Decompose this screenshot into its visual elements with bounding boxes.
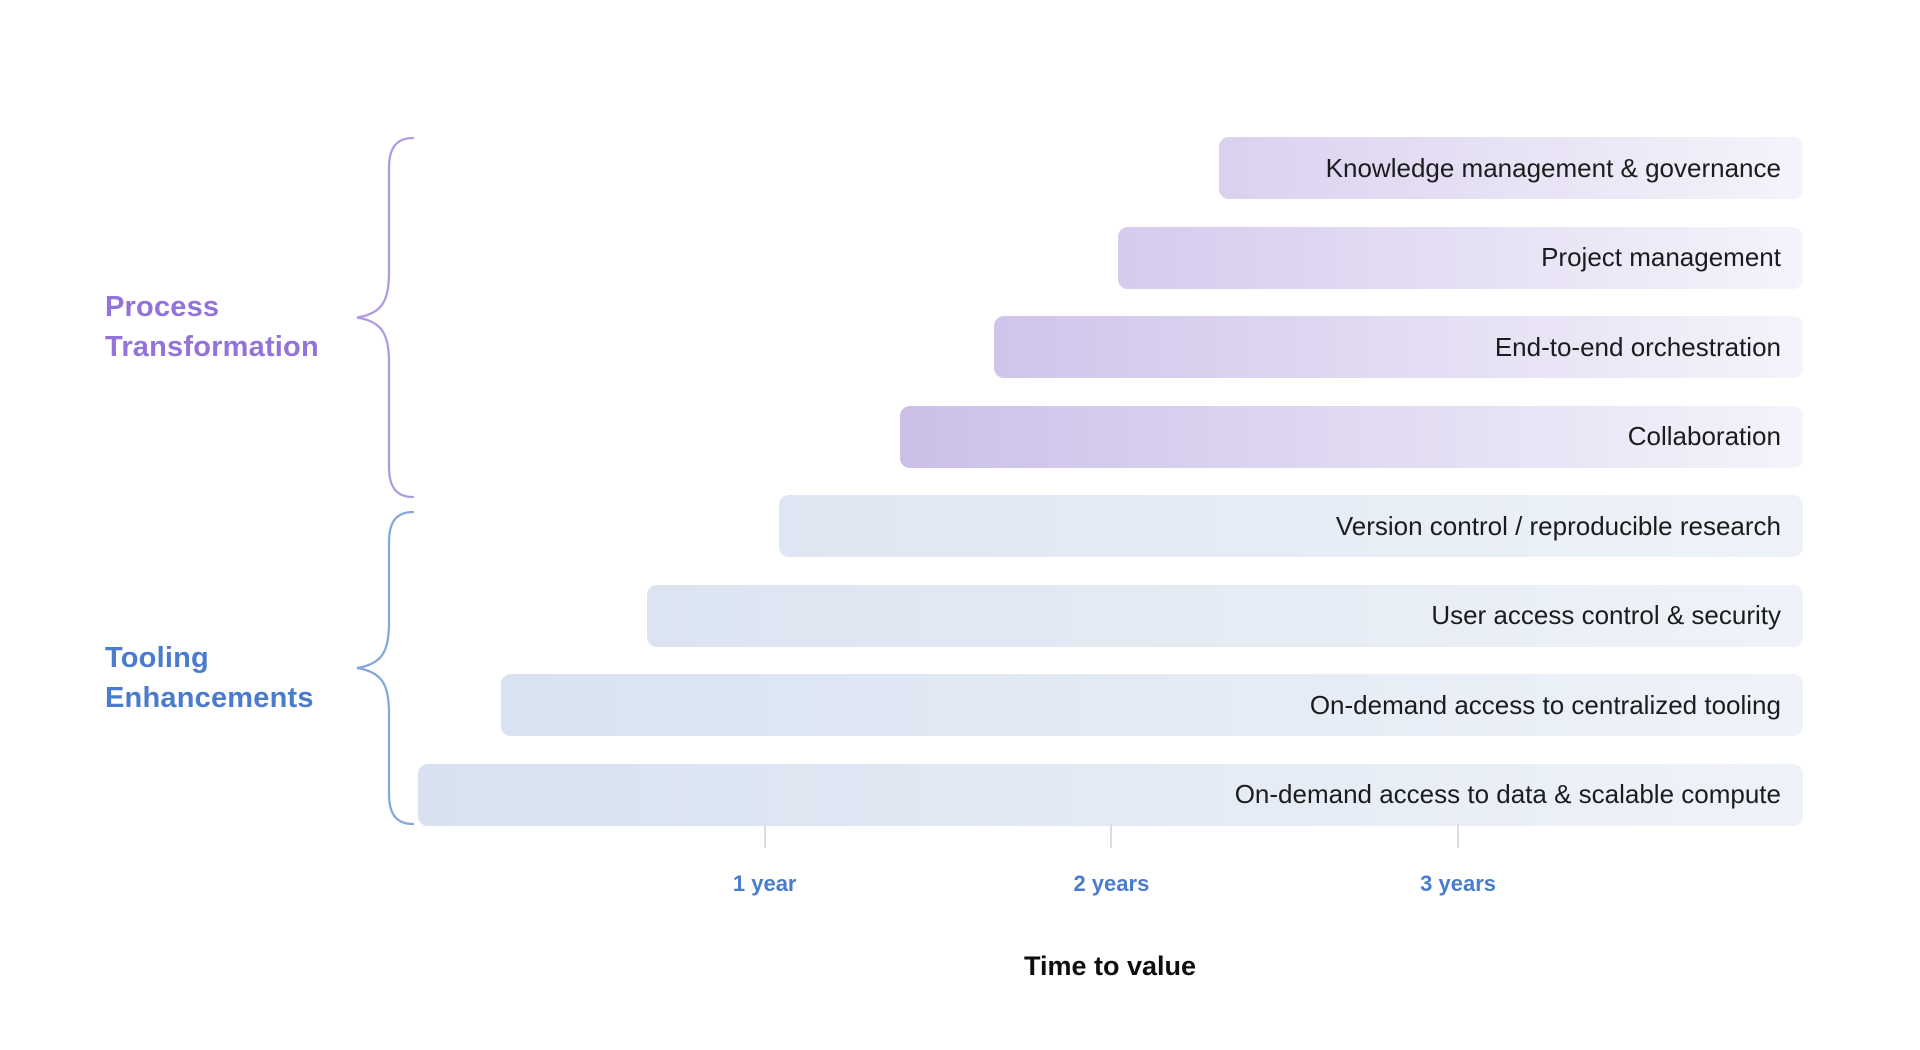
bar-user-access-control-security: User access control & security — [646, 584, 1803, 647]
bar-collaboration: Collaboration — [899, 405, 1803, 468]
bar-label: On-demand access to data & scalable comp… — [1234, 779, 1781, 809]
bar-label: End-to-end orchestration — [1494, 331, 1781, 362]
bar-end-to-end-orchestration: End-to-end orchestration — [993, 316, 1803, 378]
x-tick-label: 2 years — [1073, 871, 1150, 896]
x-axis-title: Time to value — [1023, 951, 1197, 981]
bar-project-management: Project management — [1118, 226, 1803, 289]
bar-on-demand-access-to-data-scalable-compute: On-demand access to data & scalable comp… — [418, 763, 1803, 826]
group-label-process-transformation: Process Transformation — [105, 287, 319, 367]
bar-version-control-reproducible-research: Version control / reproducible research — [778, 495, 1803, 557]
bar-label: Knowledge management & governance — [1325, 152, 1781, 183]
x-tick-mark — [763, 824, 766, 848]
group-label-line: Enhancements — [105, 682, 314, 714]
bar-on-demand-access-to-centralized-tooling: On-demand access to centralized tooling — [501, 674, 1803, 736]
x-tick-label: 3 years — [1420, 871, 1497, 896]
x-tick-label: 1 year — [732, 871, 797, 896]
tooling-enhancements-brace — [356, 510, 415, 826]
x-tick-mark — [1457, 824, 1460, 848]
bar-label: User access control & security — [1431, 600, 1781, 630]
group-label-line: Tooling — [105, 642, 209, 674]
group-label-line: Process — [105, 291, 220, 323]
x-tick-mark — [1110, 824, 1113, 848]
group-label-line: Transformation — [105, 331, 319, 363]
bar-label: Project management — [1541, 242, 1781, 272]
bar-label: Version control / reproducible research — [1335, 510, 1781, 541]
bar-label: On-demand access to centralized tooling — [1309, 689, 1781, 720]
process-transformation-brace — [356, 136, 415, 499]
group-label-tooling-enhancements: Tooling Enhancements — [105, 638, 314, 718]
bar-label: Collaboration — [1627, 421, 1781, 451]
bar-knowledge-management-governance: Knowledge management & governance — [1218, 137, 1803, 199]
